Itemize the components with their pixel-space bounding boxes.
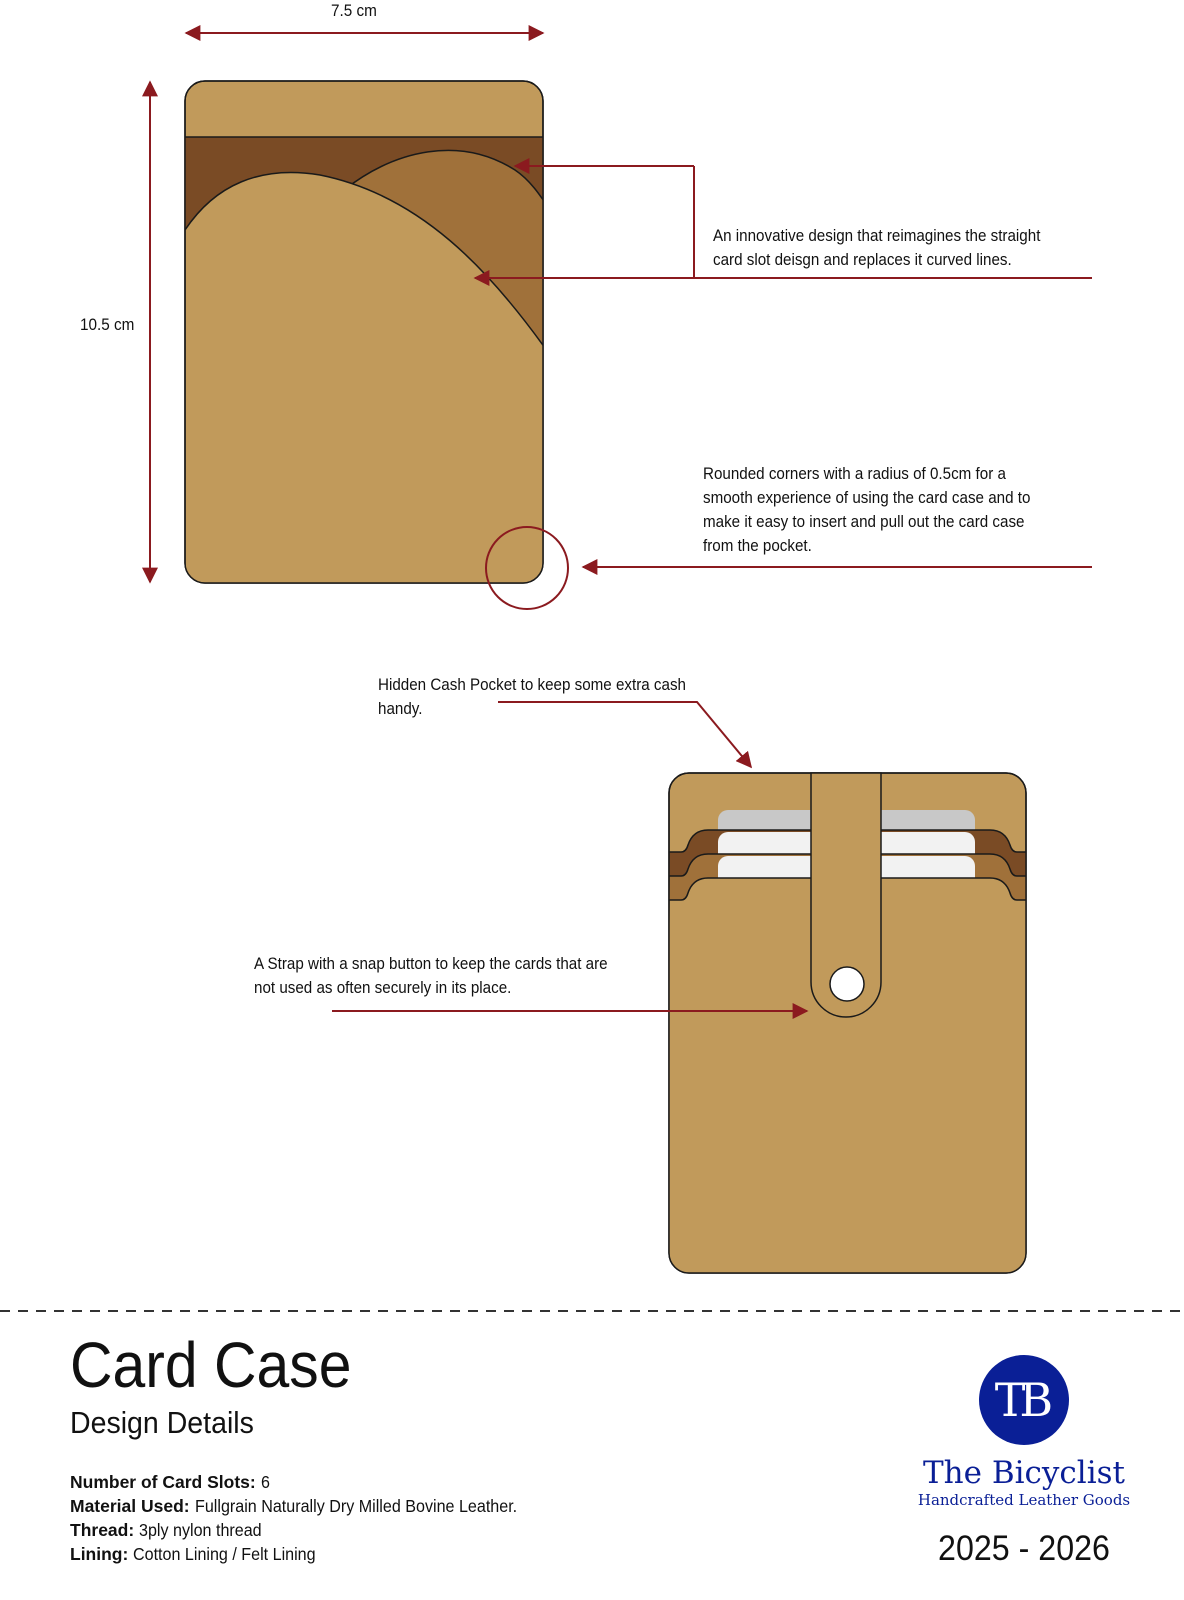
back-view bbox=[668, 772, 1027, 1274]
strap-annotation: A Strap with a snap button to keep the c… bbox=[254, 955, 608, 997]
brand-name: The Bicyclist bbox=[923, 1455, 1125, 1491]
width-dimension-label: 7.5 cm bbox=[331, 1, 377, 20]
strap bbox=[810, 772, 882, 1018]
page-subtitle: Design Details bbox=[70, 1405, 254, 1440]
height-dimension-label: 10.5 cm bbox=[80, 315, 135, 334]
rounded-corner-highlight-circle bbox=[485, 526, 569, 610]
edition-years: 2025 - 2026 bbox=[938, 1529, 1110, 1568]
spec-row-lining: Lining: Cotton Lining / Felt Lining bbox=[70, 1542, 545, 1566]
spec-list: Number of Card Slots: 6 Material Used: F… bbox=[70, 1470, 545, 1566]
spec-label: Thread: bbox=[70, 1520, 135, 1540]
spec-value: Fullgrain Naturally Dry Milled Bovine Le… bbox=[194, 1496, 517, 1516]
spec-row-thread: Thread: 3ply nylon thread bbox=[70, 1518, 545, 1542]
spec-value: Cotton Lining / Felt Lining bbox=[133, 1544, 316, 1564]
curved-slot-annotation: An innovative design that reimagines the… bbox=[713, 227, 1041, 269]
snap-button bbox=[829, 966, 865, 1002]
spec-value: 6 bbox=[260, 1472, 270, 1492]
cash-pocket-arrow bbox=[498, 701, 753, 769]
front-curved-slot bbox=[185, 171, 543, 583]
spec-label: Number of Card Slots: bbox=[70, 1472, 256, 1492]
spec-row-card-slots: Number of Card Slots: 6 bbox=[70, 1470, 545, 1494]
spec-row-material: Material Used: Fullgrain Naturally Dry M… bbox=[70, 1494, 545, 1518]
brand-logo: TB bbox=[979, 1355, 1069, 1445]
spec-label: Material Used: bbox=[70, 1496, 190, 1516]
spec-label: Lining: bbox=[70, 1544, 129, 1564]
brand-block: TB The Bicyclist Handcrafted Leather Goo… bbox=[912, 1355, 1136, 1569]
page-title: Card Case bbox=[70, 1329, 352, 1401]
rounded-corner-annotation: Rounded corners with a radius of 0.5cm f… bbox=[703, 465, 1031, 555]
front-view bbox=[184, 80, 544, 584]
spec-value: 3ply nylon thread bbox=[139, 1520, 262, 1540]
cash-pocket-annotation: Hidden Cash Pocket to keep some extra ca… bbox=[378, 676, 686, 718]
brand-tagline: Handcrafted Leather Goods bbox=[917, 1491, 1131, 1509]
